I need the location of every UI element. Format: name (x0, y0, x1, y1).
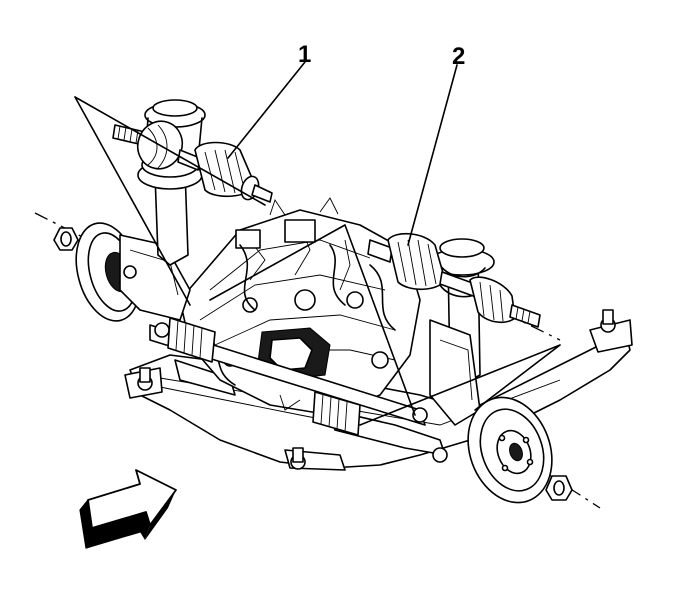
callout-number-1: 1 (298, 41, 311, 68)
right-knuckle (429, 319, 481, 426)
callout-number-2: 2 (452, 43, 465, 70)
front-direction-arrow (79, 469, 177, 549)
left-drive-axle (112, 120, 273, 203)
right-hub-nut (545, 475, 573, 501)
left-hub-knuckle (75, 222, 191, 322)
steering-gear (149, 317, 428, 436)
left-hub-nut (53, 227, 79, 251)
callout-leaders (74, 61, 561, 426)
right-brake-rotor (467, 396, 553, 504)
right-drive-axle (367, 232, 541, 328)
